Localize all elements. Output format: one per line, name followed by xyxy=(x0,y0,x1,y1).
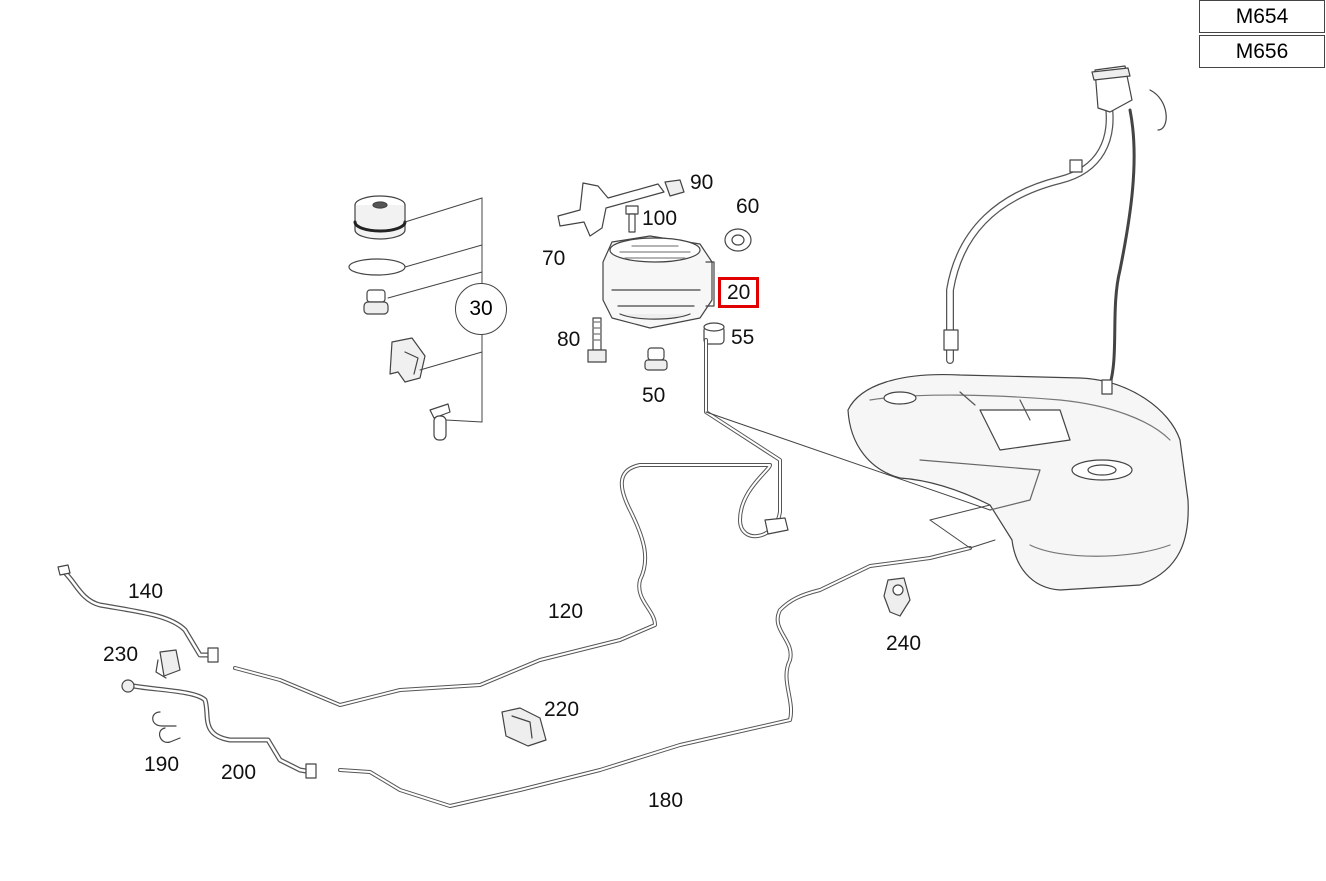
part-label-180[interactable]: 180 xyxy=(648,789,684,812)
part-label-100[interactable]: 100 xyxy=(642,207,678,230)
callout-group-30[interactable]: 30 xyxy=(455,283,507,335)
filter-housing xyxy=(602,235,715,329)
fuel-tank xyxy=(847,373,1189,591)
part-label-50[interactable]: 50 xyxy=(642,384,666,407)
part-label-55[interactable]: 55 xyxy=(731,326,755,349)
part-label-80[interactable]: 80 xyxy=(557,328,581,351)
drain-plug xyxy=(363,289,389,315)
screw xyxy=(625,205,639,233)
holder-220 xyxy=(501,707,547,747)
filter-element xyxy=(353,195,407,240)
grommet xyxy=(703,322,725,345)
part-label-20-highlighted[interactable]: 20 xyxy=(718,277,760,308)
plug xyxy=(644,347,668,371)
tank-leaders xyxy=(705,411,996,549)
part-label-90[interactable]: 90 xyxy=(690,171,714,194)
sealing-washer xyxy=(724,228,752,252)
part-label-190[interactable]: 190 xyxy=(144,753,180,776)
clip-230 xyxy=(155,649,181,679)
engine-variant-m656: M656 xyxy=(1199,35,1325,68)
filter-housing-assembly xyxy=(557,179,752,371)
o-ring xyxy=(348,258,406,276)
fuel-line-200 xyxy=(121,679,317,779)
part-label-120[interactable]: 120 xyxy=(548,600,584,623)
filter-kit-group xyxy=(348,195,483,441)
part-label-70[interactable]: 70 xyxy=(542,247,566,270)
push-rivet xyxy=(429,403,451,441)
part-label-140[interactable]: 140 xyxy=(128,580,164,603)
clip-bracket xyxy=(389,337,426,383)
nut xyxy=(664,179,685,197)
engine-variant-m654: M654 xyxy=(1199,0,1325,33)
part-label-60[interactable]: 60 xyxy=(736,195,760,218)
fuel-line-140 xyxy=(57,564,219,663)
part-label-220[interactable]: 220 xyxy=(544,698,580,721)
part-label-200[interactable]: 200 xyxy=(221,761,257,784)
fuel-line-120 xyxy=(233,338,789,707)
part-label-240[interactable]: 240 xyxy=(886,632,922,655)
filler-neck xyxy=(943,65,1167,395)
holder-240 xyxy=(883,577,911,617)
mounting-bracket xyxy=(557,182,665,237)
clamp-190 xyxy=(152,711,181,743)
part-label-230[interactable]: 230 xyxy=(103,643,139,666)
bolt xyxy=(587,317,607,363)
fuel-line-180 xyxy=(338,546,972,808)
